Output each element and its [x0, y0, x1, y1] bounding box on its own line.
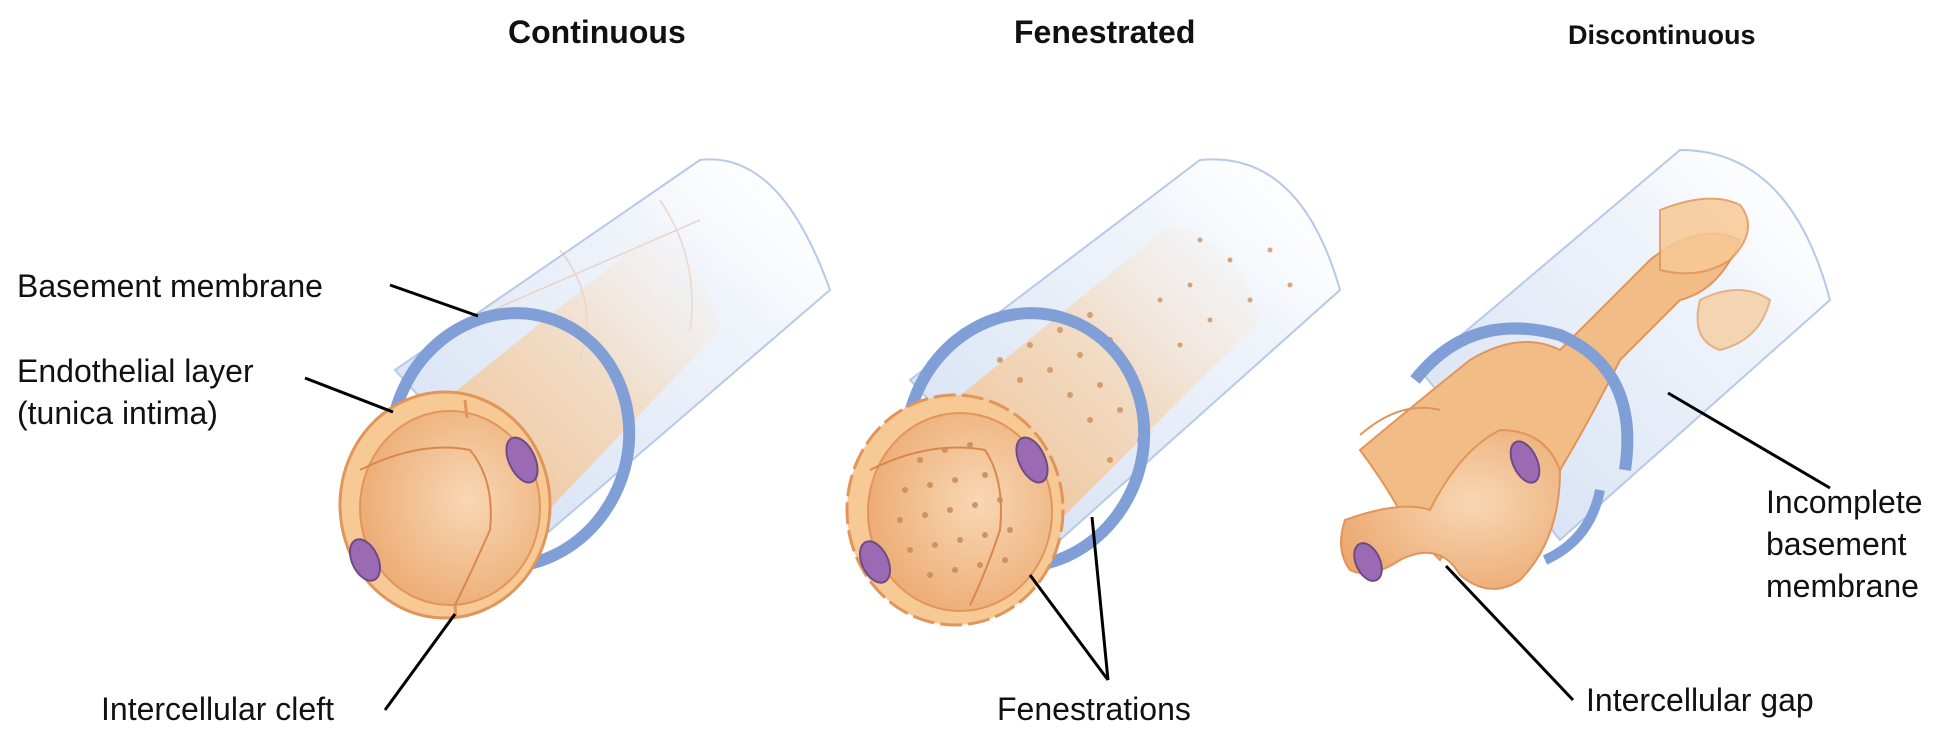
nucleus: [1509, 440, 1541, 484]
label-incomplete-line2: basement: [1766, 526, 1907, 562]
title-fenestrated: Fenestrated: [1014, 14, 1196, 50]
leader-lines: [304, 283, 1831, 711]
leader-incomplete-membrane: [1667, 391, 1831, 490]
leader-endothelial-layer: [304, 376, 394, 414]
incomplete-membrane-ring: [1410, 322, 1634, 471]
nucleus: [858, 540, 892, 584]
label-intercellular-cleft: Intercellular cleft: [101, 691, 334, 727]
label-basement-membrane: Basement membrane: [17, 268, 323, 304]
label-intercellular-gap: Intercellular gap: [1586, 682, 1814, 718]
leader-basement-membrane: [389, 283, 479, 318]
nucleus: [505, 436, 539, 484]
label-incomplete-line1: Incomplete: [1766, 484, 1923, 520]
leader-fenestration-1: [1028, 574, 1110, 681]
fenestrated-capillary: [845, 158, 1342, 627]
label-endothelial-layer-line1: Endothelial layer: [17, 353, 254, 389]
label-endothelial-layer-line2: (tunica intima): [17, 395, 218, 431]
leader-intercellular-cleft: [383, 613, 457, 711]
label-incomplete-line3: membrane: [1766, 568, 1919, 604]
lumen: [359, 410, 541, 606]
title-discontinuous: Discontinuous: [1568, 20, 1756, 50]
nucleus: [348, 538, 382, 582]
discontinuous-capillary: [1340, 148, 1832, 590]
leader-fenestration-2: [1090, 516, 1110, 681]
nucleus: [1353, 542, 1383, 582]
leader-intercellular-gap: [1444, 564, 1575, 702]
title-continuous: Continuous: [508, 14, 686, 50]
nucleus: [1015, 436, 1049, 484]
continuous-capillary: [338, 158, 832, 620]
label-fenestrations: Fenestrations: [997, 691, 1191, 727]
